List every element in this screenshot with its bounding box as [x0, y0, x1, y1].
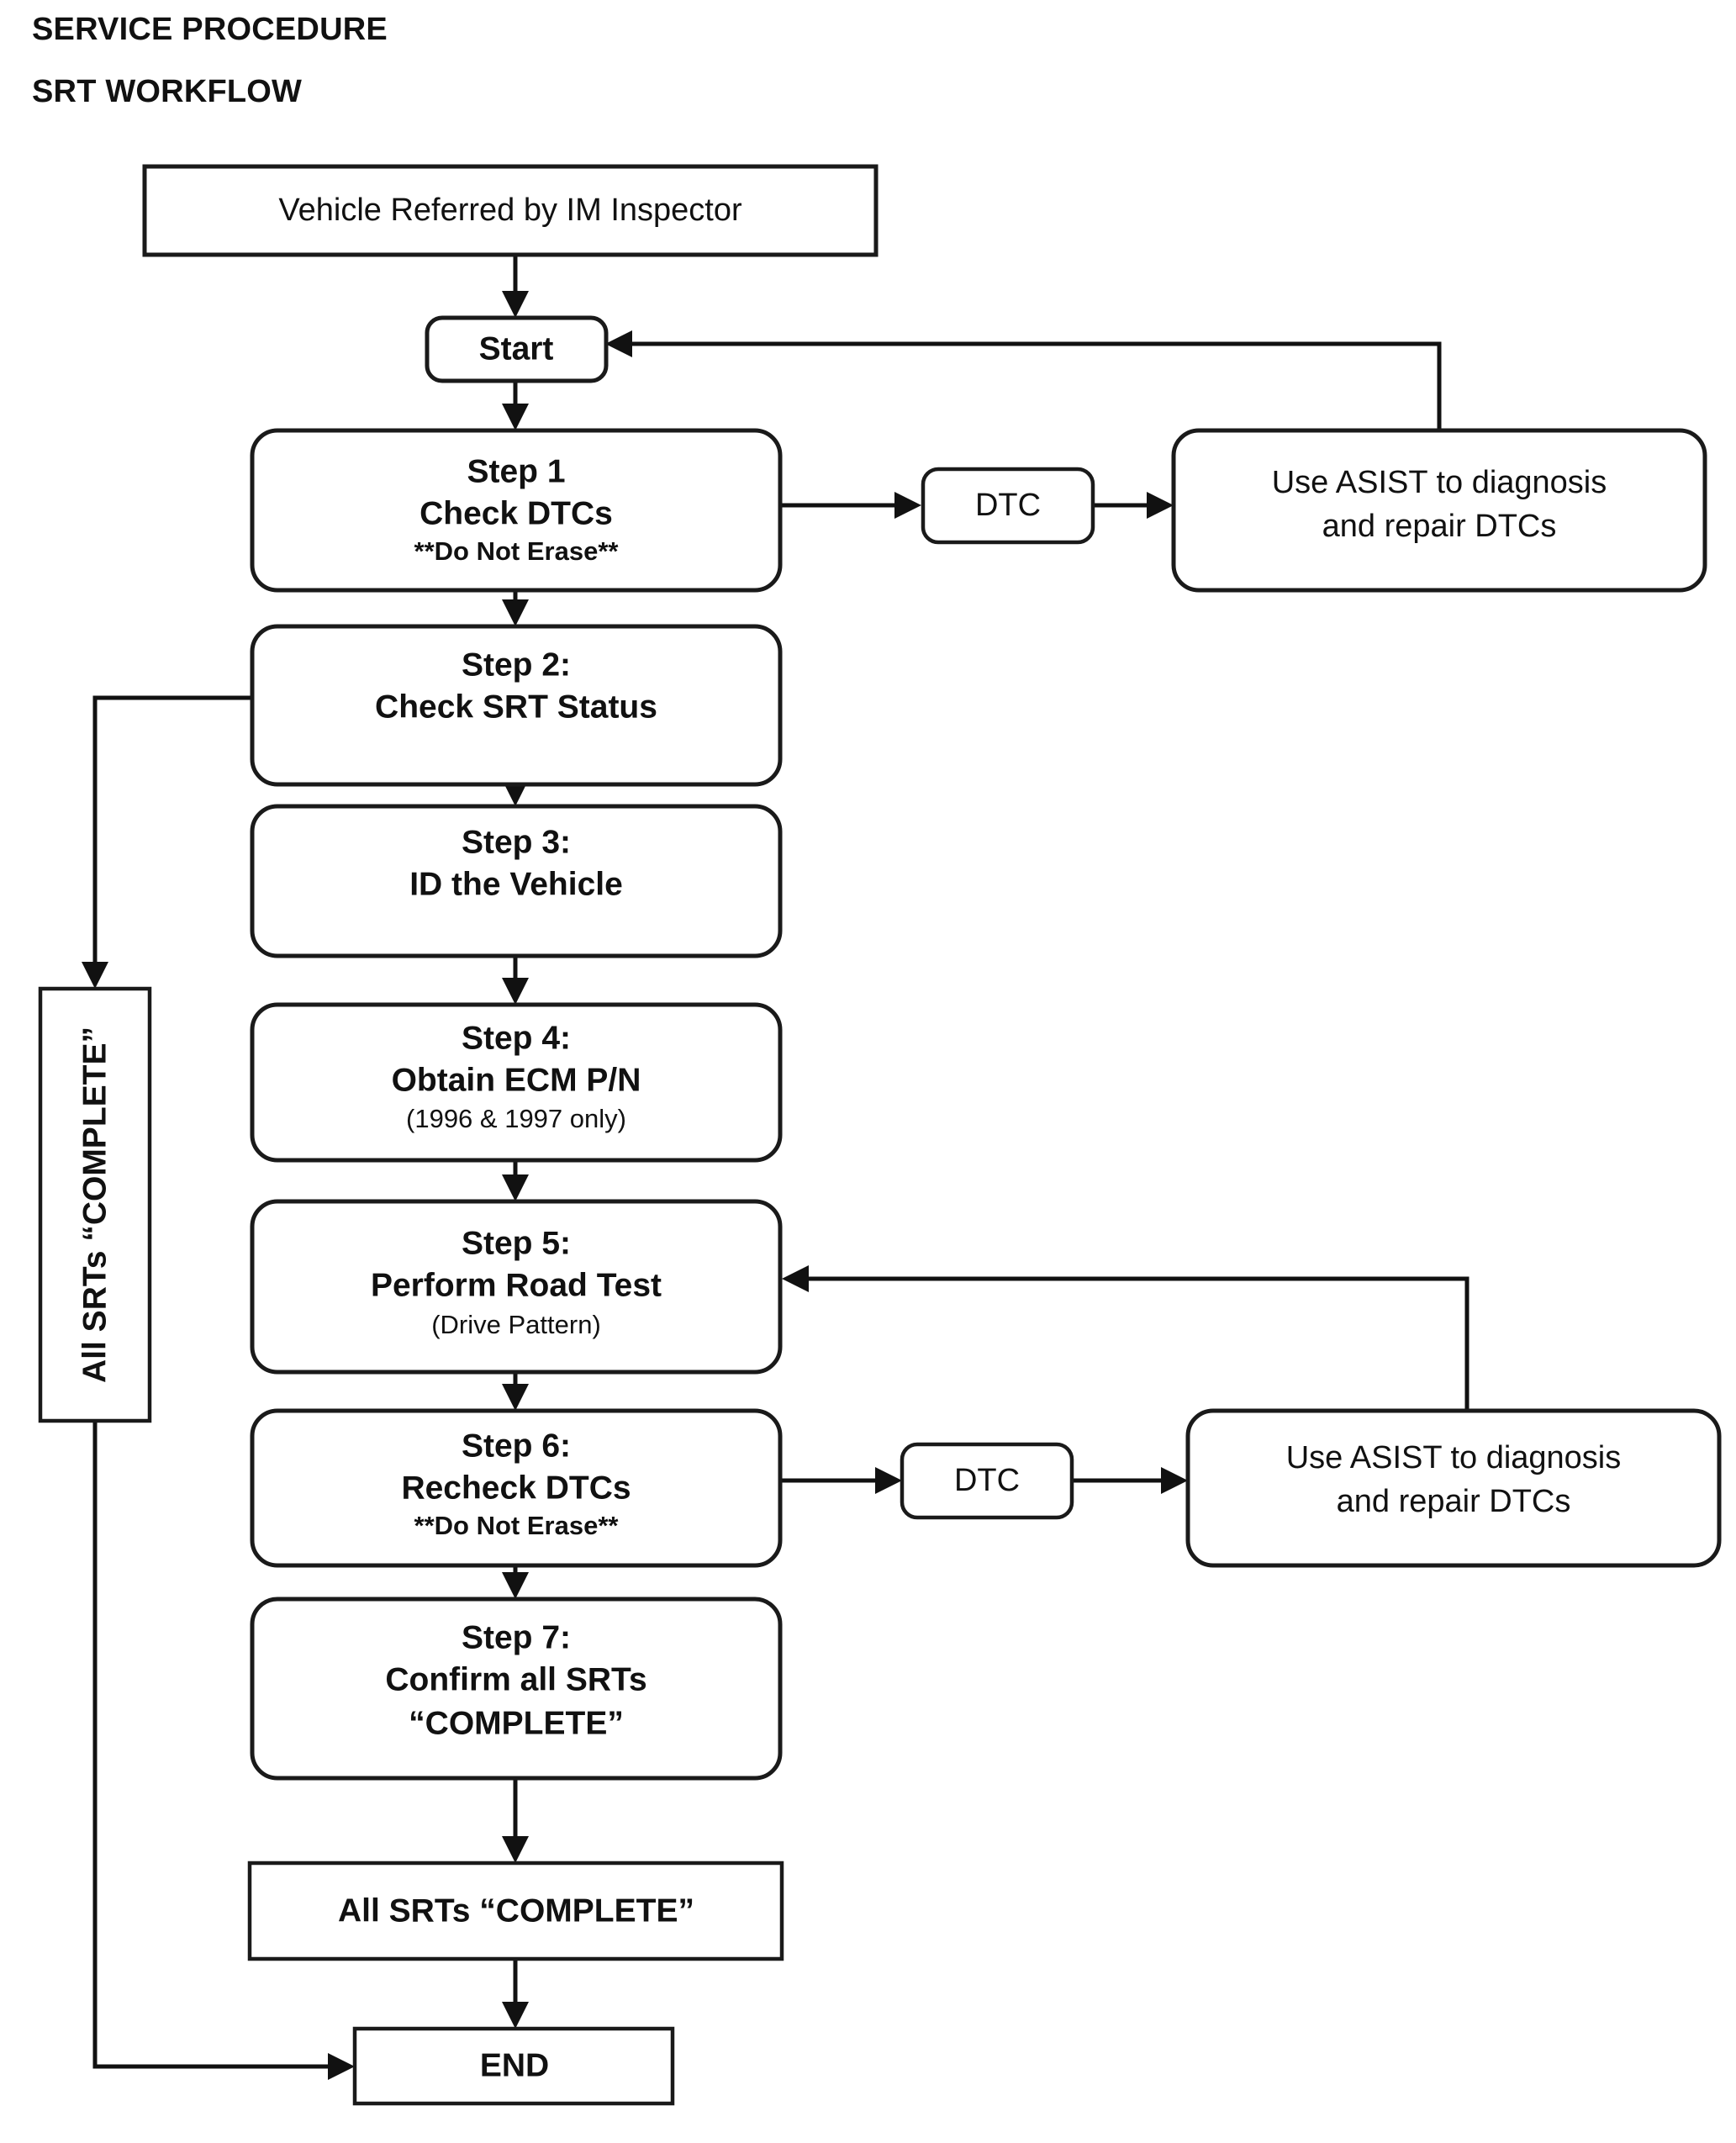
arrowhead-dtc2-to-asist2 [1161, 1467, 1188, 1494]
node-end[interactable]: END [352, 2026, 675, 2106]
node-step5-line1: Step 5: [462, 1225, 571, 1261]
node-end-box[interactable] [352, 2026, 675, 2106]
arrowhead-start-to-step1 [502, 404, 529, 430]
node-step5-line3: (Drive Pattern) [431, 1310, 601, 1339]
node-step1-line2: Check DTCs [419, 495, 613, 531]
node-vehicle-referred[interactable]: Vehicle Referred by IM Inspector [142, 164, 879, 257]
node-step6-line3: **Do Not Erase** [414, 1511, 620, 1540]
node-step3-line2: ID the Vehicle [409, 866, 623, 902]
node-dtc-2-label: DTC [954, 1463, 1020, 1498]
node-step2-line2: Check SRT Status [375, 689, 657, 725]
node-asist-2-box[interactable] [1185, 1408, 1722, 1568]
arrowhead-step3-to-step4 [502, 978, 529, 1005]
node-step4-line3: (1996 & 1997 only) [406, 1104, 626, 1133]
node-step7[interactable]: Step 7: Confirm all SRTs “COMPLETE” [250, 1597, 783, 1781]
edge-asist2-to-step5 [797, 1276, 1470, 1411]
node-side-all-srts-complete-box[interactable] [38, 986, 152, 1423]
node-step4-line1: Step 4: [462, 1020, 571, 1056]
node-step7-line1: Step 7: [462, 1619, 571, 1655]
page-title-service-procedure: SERVICE PROCEDURE [32, 12, 388, 47]
edge-sidelabel-to-end [92, 1421, 340, 2069]
node-step6-line1: Step 6: [462, 1428, 571, 1464]
arrowhead-referred-to-start [502, 291, 529, 318]
node-step4-box[interactable] [250, 1002, 783, 1163]
node-step7-line2: Confirm all SRTs [385, 1661, 646, 1697]
node-side-all-srts-complete[interactable]: All SRTs “COMPLETE” [38, 986, 152, 1423]
node-vehicle-referred-box[interactable] [142, 164, 879, 257]
arrowhead-step1-to-step2 [502, 599, 529, 626]
node-step5[interactable]: Step 5: Perform Road Test (Drive Pattern… [250, 1199, 783, 1375]
arrowhead-sidelabel-to-end [328, 2053, 355, 2080]
arrowhead-step1-to-dtc1 [894, 492, 921, 519]
node-step2[interactable]: Step 2: Check SRT Status [250, 624, 783, 787]
node-asist-1[interactable]: Use ASIST to diagnosis and repair DTCs [1171, 428, 1707, 593]
node-step2-box[interactable] [250, 624, 783, 787]
node-start-box[interactable] [425, 315, 609, 383]
node-start-label: Start [479, 330, 554, 367]
node-step1-line3: **Do Not Erase** [414, 536, 620, 566]
node-step7-box[interactable] [250, 1597, 783, 1781]
node-step5-line2: Perform Road Test [371, 1267, 662, 1303]
node-dtc-1[interactable]: DTC [921, 467, 1095, 545]
edge-asist1-to-start [620, 341, 1442, 430]
node-asist-1-line2: and repair DTCs [1322, 509, 1557, 544]
node-step6-box[interactable] [250, 1408, 783, 1568]
node-side-all-srts-complete-label: All SRTs “COMPLETE” [77, 1027, 113, 1383]
node-step6-line2: Recheck DTCs [401, 1470, 631, 1506]
node-step1-line1: Step 1 [467, 453, 565, 489]
node-step7-line3: “COMPLETE” [409, 1705, 624, 1741]
node-start[interactable]: Start [425, 315, 609, 383]
node-step3-line1: Step 3: [462, 824, 571, 860]
node-vehicle-referred-label: Vehicle Referred by IM Inspector [278, 193, 742, 228]
edge-step2-to-sidelabel [92, 695, 252, 974]
node-step3[interactable]: Step 3: ID the Vehicle [250, 804, 783, 958]
node-step3-box[interactable] [250, 804, 783, 958]
node-asist-2[interactable]: Use ASIST to diagnosis and repair DTCs [1185, 1408, 1722, 1568]
arrowhead-dtc1-to-asist1 [1147, 492, 1174, 519]
arrowhead-allsrts-to-end [502, 2002, 529, 2029]
node-asist-2-line2: and repair DTCs [1337, 1484, 1571, 1519]
arrowhead-step2-to-sidelabel [82, 962, 108, 989]
node-dtc-1-label: DTC [975, 488, 1041, 523]
node-all-srts-complete-label: All SRTs “COMPLETE” [338, 1892, 694, 1929]
arrowhead-step4-to-step5 [502, 1174, 529, 1201]
node-step1-box[interactable] [250, 428, 783, 593]
arrowhead-asist1-to-start [605, 330, 632, 357]
node-all-srts-complete-box[interactable] [247, 1861, 784, 1961]
node-all-srts-complete[interactable]: All SRTs “COMPLETE” [247, 1861, 784, 1961]
arrowhead-step5-to-step6 [502, 1384, 529, 1411]
node-dtc-2[interactable]: DTC [900, 1442, 1074, 1520]
node-asist-1-line1: Use ASIST to diagnosis [1272, 465, 1607, 500]
arrowhead-asist2-to-step5 [782, 1265, 809, 1292]
page-title-srt-workflow: SRT WORKFLOW [32, 74, 303, 109]
node-step6[interactable]: Step 6: Recheck DTCs **Do Not Erase** [250, 1408, 783, 1568]
arrowhead-step7-to-allsrts [502, 1836, 529, 1863]
node-step5-box[interactable] [250, 1199, 783, 1375]
node-dtc-1-box[interactable] [921, 467, 1095, 545]
node-step4[interactable]: Step 4: Obtain ECM P/N (1996 & 1997 only… [250, 1002, 783, 1163]
node-step2-line1: Step 2: [462, 647, 571, 683]
node-step4-line2: Obtain ECM P/N [392, 1062, 641, 1098]
node-end-label: END [480, 2047, 549, 2083]
node-step1[interactable]: Step 1 Check DTCs **Do Not Erase** [250, 428, 783, 593]
node-dtc-2-box[interactable] [900, 1442, 1074, 1520]
node-asist-1-box[interactable] [1171, 428, 1707, 593]
connectors [82, 255, 1470, 2080]
arrowhead-step6-to-dtc2 [875, 1467, 902, 1494]
arrowhead-step6-to-step7 [502, 1572, 529, 1599]
node-asist-2-line1: Use ASIST to diagnosis [1286, 1440, 1622, 1475]
